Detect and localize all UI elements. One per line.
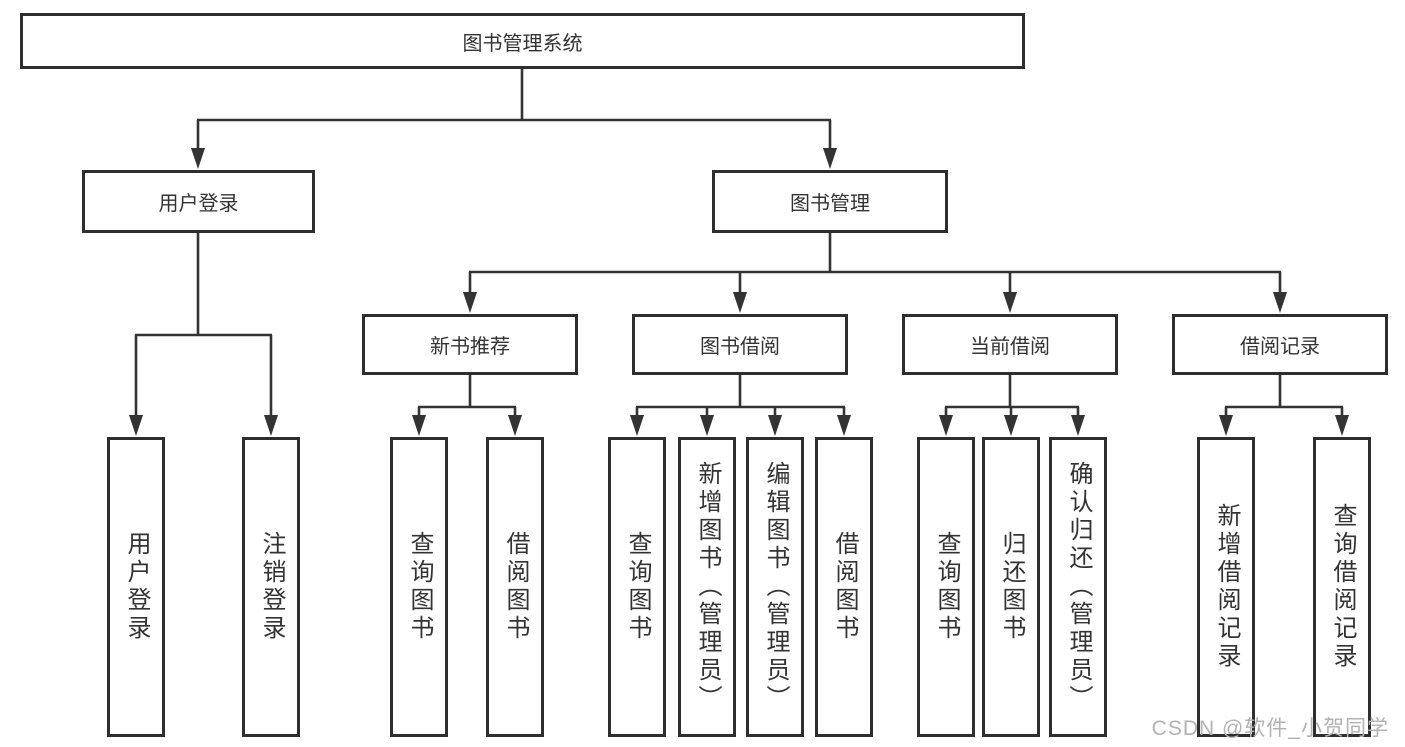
node-new-book-recommend: 新书推荐 — [362, 314, 578, 375]
leaf-confirm-return-admin: 确认归还（管理员） — [1049, 437, 1107, 737]
leaf-label: 归还图书 — [998, 531, 1025, 643]
leaf-label: 查询图书 — [406, 531, 433, 643]
leaf-label: 新增图书（管理员） — [694, 461, 721, 713]
leaf-query-borrow-record: 查询借阅记录 — [1313, 437, 1371, 737]
node-user-login: 用户登录 — [82, 170, 315, 233]
leaf-borrow-books: 借阅图书 — [815, 437, 873, 737]
leaf-label: 借阅图书 — [831, 531, 858, 643]
leaf-label: 确认归还（管理员） — [1065, 461, 1092, 713]
leaf-query-books-current: 查询图书 — [917, 437, 975, 737]
node-book-borrowing: 图书借阅 — [632, 314, 848, 375]
leaf-add-borrow-record: 新增借阅记录 — [1197, 437, 1255, 737]
leaf-label: 用户登录 — [123, 531, 150, 643]
node-current-borrowing: 当前借阅 — [902, 314, 1118, 375]
node-root-library-system: 图书管理系统 — [20, 13, 1025, 69]
leaf-label: 借阅图书 — [502, 531, 529, 643]
watermark-text: CSDN @软件_小贺同学 — [1151, 717, 1389, 740]
leaf-query-books-recommend: 查询图书 — [390, 437, 448, 737]
leaf-query-books-borrowing: 查询图书 — [608, 437, 666, 737]
leaf-label: 编辑图书（管理员） — [762, 461, 789, 713]
node-book-management: 图书管理 — [712, 170, 948, 233]
leaf-add-books-admin: 新增图书（管理员） — [678, 437, 736, 737]
leaf-user-login: 用户登录 — [107, 437, 165, 737]
leaf-label: 注销登录 — [258, 531, 285, 643]
node-borrow-records: 借阅记录 — [1172, 314, 1388, 375]
leaf-label: 查询图书 — [624, 531, 651, 643]
leaf-label: 查询借阅记录 — [1329, 503, 1356, 671]
leaf-label: 新增借阅记录 — [1213, 503, 1240, 671]
leaf-logout: 注销登录 — [242, 437, 300, 737]
leaf-return-books: 归还图书 — [982, 437, 1040, 737]
leaf-borrow-books-recommend: 借阅图书 — [486, 437, 544, 737]
leaf-edit-books-admin: 编辑图书（管理员） — [746, 437, 804, 737]
leaf-label: 查询图书 — [933, 531, 960, 643]
